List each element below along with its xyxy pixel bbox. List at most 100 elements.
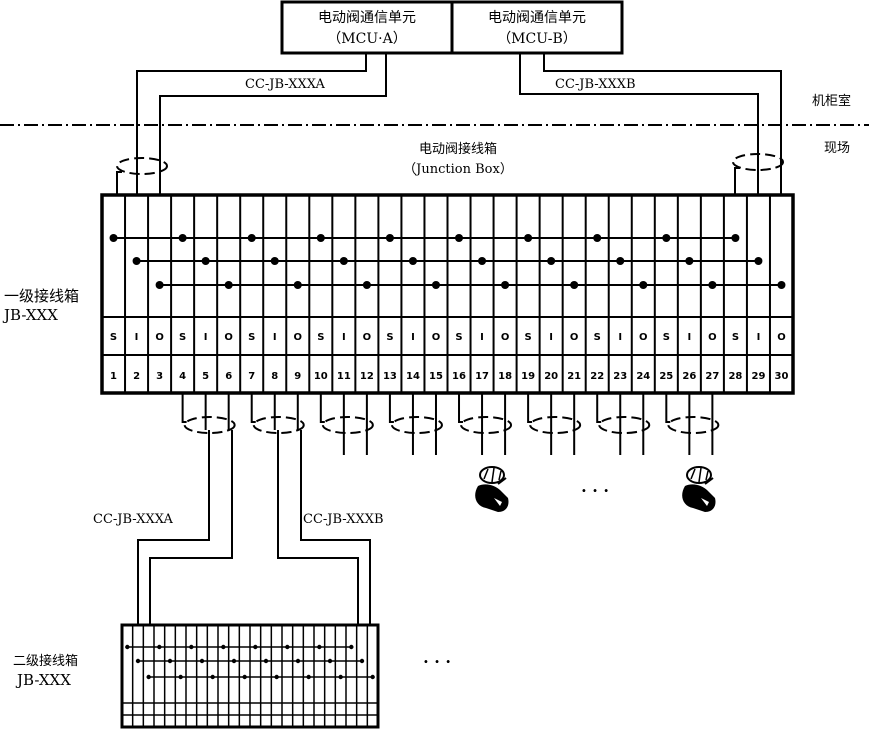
terminal-signal-label: I <box>480 332 484 343</box>
terminal-number[interactable]: 24 <box>636 371 650 382</box>
terminal-signal-label: I <box>411 332 415 343</box>
mcu-b-subtitle: （MCU-B） <box>497 31 577 47</box>
terminal-number[interactable]: 15 <box>429 371 443 382</box>
terminal-number[interactable]: 20 <box>544 371 558 382</box>
terminal-signal-label: O <box>570 332 579 343</box>
terminal-number[interactable]: 9 <box>294 371 301 382</box>
secondary-connection-dot <box>327 658 333 664</box>
field-cable-group <box>388 393 443 455</box>
cable-shield <box>667 416 720 434</box>
terminal-number[interactable]: 22 <box>590 371 604 382</box>
terminal-number[interactable]: 3 <box>156 371 163 382</box>
terminal-signal-label: O <box>708 332 717 343</box>
cable-bottom-b <box>277 430 371 625</box>
primary-box-tag: JB-XXX <box>2 306 58 324</box>
terminal-signal-label: S <box>732 332 739 343</box>
terminal-number[interactable]: 16 <box>452 371 466 382</box>
zone-label-field: 现场 <box>824 141 850 156</box>
cable-shield-top-a <box>116 157 168 175</box>
secondary-connection-dot <box>242 674 247 680</box>
secondary-connection-dot <box>178 674 183 680</box>
terminal-number[interactable]: 6 <box>225 371 232 382</box>
field-devices-ellipsis: · · · <box>581 481 609 500</box>
motorized-valve-icon <box>682 466 716 512</box>
terminal-signal-label: S <box>386 332 393 343</box>
terminal-number[interactable]: 12 <box>360 371 374 382</box>
terminal-signal-label: O <box>155 332 164 343</box>
terminal-number[interactable]: 8 <box>271 371 278 382</box>
terminal-number[interactable]: 5 <box>202 371 209 382</box>
terminal-connection-dot <box>731 234 740 242</box>
secondary-connection-dot <box>221 644 226 650</box>
field-cable-group <box>527 393 582 455</box>
terminal-number[interactable]: 10 <box>314 371 328 382</box>
cable-shield <box>460 416 513 434</box>
terminal-connection-dot <box>339 257 348 265</box>
terminal-number[interactable]: 18 <box>498 371 512 382</box>
terminal-connection-dot <box>639 281 648 289</box>
terminal-connection-dot <box>270 257 279 265</box>
terminal-number[interactable]: 25 <box>659 371 673 382</box>
field-cable-group <box>319 393 374 455</box>
terminal-number[interactable]: 1 <box>110 371 117 382</box>
cable-label-bottom-b: CC-JB-XXXB <box>303 512 384 527</box>
terminal-connection-dot <box>178 234 187 242</box>
secondary-box-tag: JB-XXX <box>15 671 71 689</box>
terminal-signal-label: S <box>317 332 324 343</box>
secondary-connection-dot <box>285 644 290 650</box>
mcu-a-subtitle: （MCU·A） <box>327 31 406 47</box>
terminal-number[interactable]: 13 <box>383 371 397 382</box>
secondary-connection-dot <box>231 658 237 664</box>
secondary-connection-dot <box>317 644 322 650</box>
terminal-number[interactable]: 2 <box>133 371 140 382</box>
terminal-connection-dot <box>132 257 141 265</box>
cable-label-top-b: CC-JB-XXXB <box>555 77 636 92</box>
secondary-ellipsis: · · · <box>423 652 451 671</box>
field-cable-group <box>665 393 720 455</box>
terminal-signal-label: S <box>455 332 462 343</box>
terminal-connection-dot <box>455 234 464 242</box>
terminal-number[interactable]: 17 <box>475 371 489 382</box>
terminal-number[interactable]: 21 <box>567 371 581 382</box>
terminal-number[interactable]: 26 <box>682 371 696 382</box>
terminal-signal-label: I <box>135 332 139 343</box>
terminal-number[interactable]: 4 <box>179 371 186 382</box>
terminal-number[interactable]: 27 <box>705 371 719 382</box>
terminal-connection-dot <box>385 234 394 242</box>
cable-shield <box>183 416 236 434</box>
field-cable-group <box>596 393 651 455</box>
terminal-number[interactable]: 23 <box>613 371 627 382</box>
field-cable-group <box>181 393 236 434</box>
terminal-number[interactable]: 14 <box>406 371 420 382</box>
terminal-connection-dot <box>662 234 671 242</box>
field-cable-groups <box>181 393 720 455</box>
terminal-number[interactable]: 11 <box>337 371 351 382</box>
secondary-connection-dot <box>359 658 365 664</box>
terminal-connection-dot <box>501 281 510 289</box>
terminal-signal-label: I <box>757 332 761 343</box>
terminal-number[interactable]: 19 <box>521 371 535 382</box>
terminal-number[interactable]: 29 <box>751 371 765 382</box>
secondary-connection-dot <box>370 674 375 680</box>
motorized-valve-icon <box>475 466 509 512</box>
terminal-signal-label: S <box>525 332 532 343</box>
terminal-signal-label: S <box>110 332 117 343</box>
terminal-number[interactable]: 7 <box>248 371 255 382</box>
terminal-number[interactable]: 28 <box>728 371 742 382</box>
cable-top-a <box>116 53 387 195</box>
cable-shield <box>529 416 582 434</box>
secondary-connection-dot <box>167 658 173 664</box>
terminal-connection-dot <box>478 257 487 265</box>
field-cable-group <box>250 393 305 434</box>
terminal-connection-dot <box>616 257 625 265</box>
terminal-number[interactable]: 30 <box>775 371 789 382</box>
cable-bottom-a <box>137 430 233 625</box>
secondary-connection-dot <box>146 674 151 680</box>
terminal-connection-dot <box>754 257 763 265</box>
terminal-signal-label: S <box>594 332 601 343</box>
terminal-connection-dot <box>109 234 118 242</box>
terminal-signal-label: S <box>248 332 255 343</box>
secondary-connection-dot <box>306 674 311 680</box>
